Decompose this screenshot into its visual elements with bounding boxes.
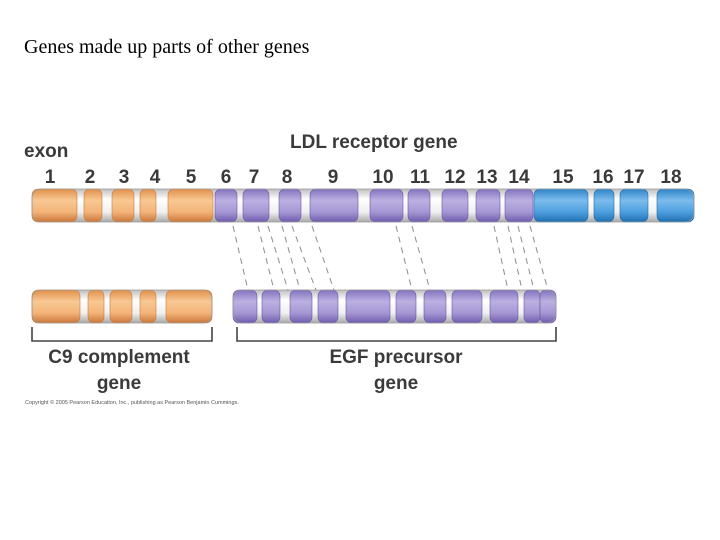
correspondence-line-4 xyxy=(281,225,301,291)
correspondence-line-8 xyxy=(411,225,431,291)
correspondence-line-12 xyxy=(529,225,549,291)
egf-exon-3 xyxy=(289,289,313,324)
correspondence-line-5 xyxy=(291,225,317,291)
exon-number-14: 14 xyxy=(508,167,530,188)
c9-exon-3 xyxy=(109,289,133,324)
exon-number-17: 17 xyxy=(623,167,644,188)
exon-label: exon xyxy=(24,141,68,162)
ldl-exon-6 xyxy=(214,188,238,223)
exon-number-2: 2 xyxy=(85,167,96,188)
c9-label-line2: gene xyxy=(97,373,141,394)
exon-number-9: 9 xyxy=(328,167,339,188)
egf-exon-6 xyxy=(395,289,417,324)
c9-gene-outline xyxy=(31,289,213,324)
ldl-exon-14 xyxy=(504,188,534,223)
exon-correspondence-lines xyxy=(232,225,549,291)
egf-exon-7 xyxy=(423,289,447,324)
c9-complement-gene xyxy=(31,289,213,324)
egf-exon-1 xyxy=(232,289,258,324)
c9-exon-5 xyxy=(165,289,213,324)
exon-number-6: 6 xyxy=(221,167,232,188)
egf-exon-11 xyxy=(539,289,557,324)
exon-number-16: 16 xyxy=(592,167,613,188)
egf-bracket xyxy=(236,327,557,342)
ldl-gene-outline xyxy=(31,188,695,223)
ldl-exon-11 xyxy=(407,188,431,223)
exon-number-5: 5 xyxy=(186,167,197,188)
ldl-exon-4 xyxy=(139,188,157,223)
correspondence-line-1 xyxy=(232,225,249,291)
exon-number-13: 13 xyxy=(476,167,497,188)
exon-number-8: 8 xyxy=(282,167,293,188)
correspondence-line-6 xyxy=(311,225,335,291)
egf-exon-10 xyxy=(523,289,541,324)
copyright-text: Copyright © 2005 Pearson Education, Inc.… xyxy=(25,399,239,406)
exon-number-11: 11 xyxy=(410,167,431,188)
correspondence-line-10 xyxy=(507,225,523,291)
egf-label-line1: EGF precursor xyxy=(329,347,463,368)
ldl-exon-9 xyxy=(309,188,359,223)
ldl-exon-bands xyxy=(31,188,695,223)
ldl-receptor-gene xyxy=(31,188,695,223)
c9-label-line1: C9 complement xyxy=(48,347,190,368)
c9-exon-1 xyxy=(31,289,81,324)
ldl-exon-16 xyxy=(593,188,615,223)
exon-number-15: 15 xyxy=(552,167,574,188)
egf-exon-bands xyxy=(232,289,557,324)
exon-number-10: 10 xyxy=(372,167,393,188)
ldl-exon-12 xyxy=(441,188,469,223)
slide-title: Genes made up parts of other genes xyxy=(24,36,310,58)
correspondence-line-7 xyxy=(395,225,413,291)
ldl-exon-7 xyxy=(242,188,270,223)
exon-number-3: 3 xyxy=(119,167,130,188)
c9-exon-bands xyxy=(31,289,213,324)
exon-number-12: 12 xyxy=(444,167,465,188)
ldl-exon-5 xyxy=(167,188,214,223)
egf-precursor-gene xyxy=(232,289,557,324)
ldl-exon-2 xyxy=(83,188,103,223)
ldl-exon-18 xyxy=(656,188,695,223)
egf-exon-4 xyxy=(317,289,339,324)
exon-number-18: 18 xyxy=(660,167,681,188)
ldl-exon-13 xyxy=(475,188,501,223)
correspondence-line-2 xyxy=(257,225,275,291)
correspondence-line-3 xyxy=(267,225,289,291)
correspondence-line-9 xyxy=(493,225,509,291)
egf-exon-5 xyxy=(345,289,391,324)
ldl-exon-15 xyxy=(533,188,589,223)
c9-exon-4 xyxy=(139,289,157,324)
ldl-exon-10 xyxy=(369,188,404,223)
exon-number-4: 4 xyxy=(150,167,161,188)
ldl-exon-17 xyxy=(619,188,649,223)
ldl-exon-1 xyxy=(31,188,78,223)
c9-bracket xyxy=(31,327,213,342)
exon-number-1: 1 xyxy=(45,167,56,188)
ldl-gene-label: LDL receptor gene xyxy=(290,132,458,153)
egf-exon-2 xyxy=(261,289,281,324)
c9-exon-2 xyxy=(87,289,105,324)
egf-exon-8 xyxy=(451,289,483,324)
egf-label-line2: gene xyxy=(374,373,418,394)
egf-gene-outline xyxy=(232,289,557,324)
ldl-exon-3 xyxy=(111,188,135,223)
exon-number-7: 7 xyxy=(249,167,260,188)
egf-exon-9 xyxy=(489,289,519,324)
ldl-exon-8 xyxy=(278,188,302,223)
